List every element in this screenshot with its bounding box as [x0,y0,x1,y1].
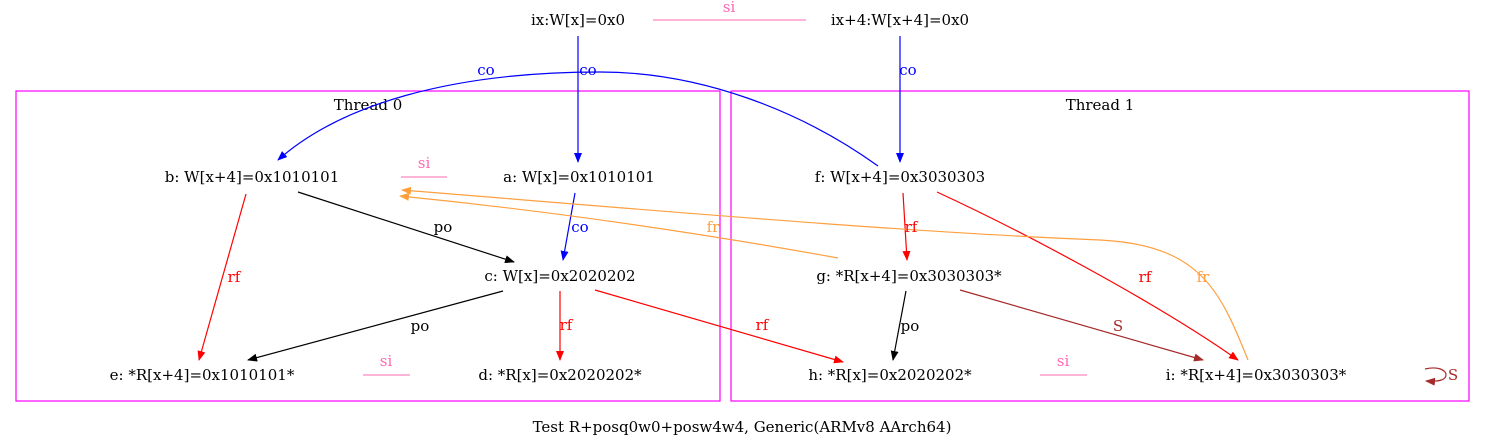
edge-g-po-h [890,290,907,361]
node-g: g: *R[x+4]=0x3030303* [816,267,1002,285]
edge-g-S-i [959,289,1204,362]
edge-label-ix-si-ix4: si [723,0,736,16]
edge-label-g-po-h: po [901,317,920,335]
edge-label-a-co-c: co [571,218,588,236]
edge-label-f-co-b: co [477,61,494,79]
edge-label-h-si-i: si [1057,352,1070,370]
cluster-thread-0 [15,90,721,402]
diagram-caption: Test R+posq0w0+posw4w4, Generic(ARMv8 AA… [533,418,952,436]
node-c: c: W[x]=0x2020202 [484,267,635,285]
edge-label-b-rf-e: rf [228,268,242,286]
edges [197,19,1447,386]
edge-i-S-i [1424,367,1447,386]
edge-f-rf-g [902,192,911,261]
nodes: ix:W[x]=0x0 ix+4:W[x+4]=0x0 b: W[x+4]=0x… [110,11,1347,384]
cluster-thread-0-label: Thread 0 [334,96,403,114]
cluster-thread-1 [730,90,1470,402]
edge-i-fr-b [401,186,1249,361]
edge-label-i-fr-b: fr [1197,268,1211,286]
edge-label-ix4-co-f: co [899,61,916,79]
edge-f-rf-i [936,191,1239,361]
edge-b-po-c [297,191,515,264]
node-d: d: *R[x]=0x2020202* [478,366,642,384]
node-ix: ix:W[x]=0x0 [531,11,625,29]
edge-label-c-rf-h: rf [756,316,770,334]
node-e: e: *R[x+4]=0x1010101* [110,366,295,384]
edge-label-c-rf-d: rf [560,316,574,334]
edge-label-b-po-c: po [434,218,453,236]
node-a: a: W[x]=0x1010101 [503,168,655,186]
edge-label-ix-co-a: co [579,61,596,79]
edge-label-i-S-i: S [1448,366,1458,384]
node-ix4: ix+4:W[x+4]=0x0 [831,11,969,29]
node-b: b: W[x+4]=0x1010101 [165,168,340,186]
node-i: i: *R[x+4]=0x3030303* [1166,366,1347,384]
edge-g-fr-b [399,192,839,259]
cluster-thread-1-label: Thread 1 [1066,96,1135,114]
edge-f-co-b [277,71,879,167]
edge-labels: si co co co si po co rf po rf si rf rf r… [228,0,1459,384]
edge-label-b-si-a: si [418,154,431,172]
node-f: f: W[x+4]=0x3030303 [815,168,985,186]
edge-label-g-S-i: S [1113,317,1123,335]
edge-label-e-si-d: si [380,352,393,370]
node-h: h: *R[x]=0x2020202* [808,366,972,384]
edge-label-c-po-e: po [411,317,430,335]
edge-b-rf-e [197,193,247,361]
edge-label-f-rf-i: rf [1139,268,1153,286]
edge-label-f-rf-g: rf [905,218,919,236]
edge-c-rf-h [594,289,844,364]
edge-c-po-e [247,290,504,362]
edge-label-g-fr-b: fr [707,218,721,236]
